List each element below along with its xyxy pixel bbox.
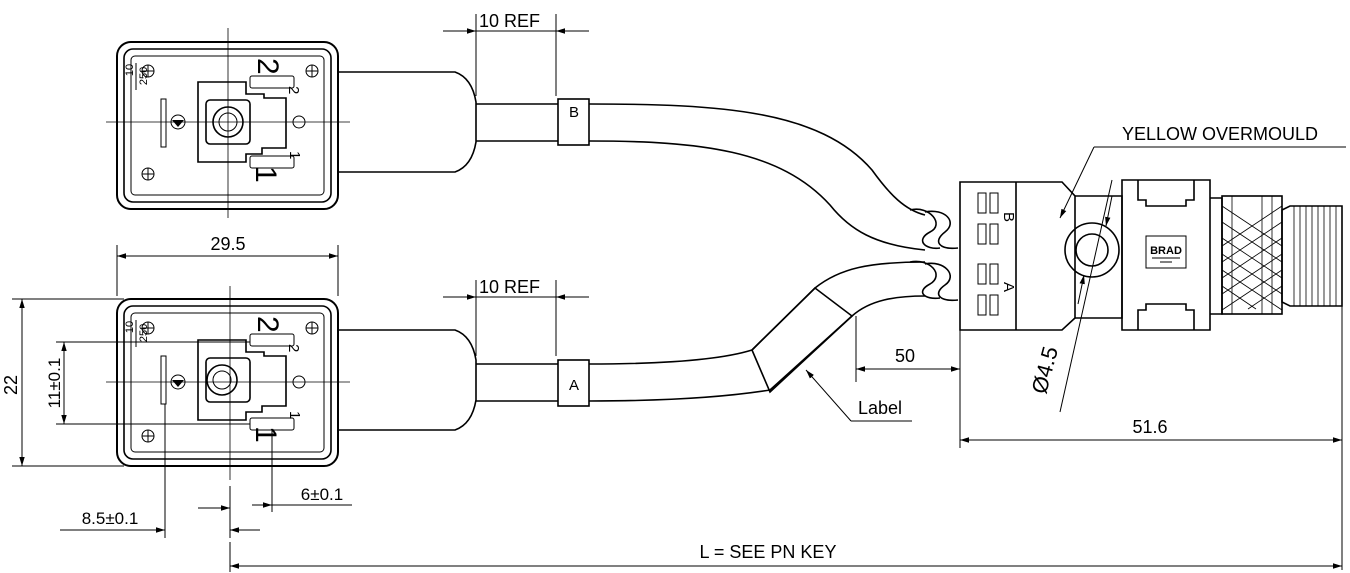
rating-top-b: 10 <box>124 321 136 333</box>
pin-1-label-b: 1 <box>249 426 282 443</box>
dim-offset-left-label: 8.5±0.1 <box>82 509 139 528</box>
dim-length: L = SEE PN KEY <box>229 542 1342 572</box>
cable-marker-a: A <box>569 377 579 394</box>
valve-connector-bottom: 2 2 1 1 10 250 <box>106 286 350 480</box>
dim-51-6-label: 51.6 <box>1132 417 1167 437</box>
dim-50: 50 <box>855 316 961 448</box>
cable-bottom: A <box>338 261 926 431</box>
dim-pin-height-label: 11±0.1 <box>45 358 64 409</box>
dim-height: 22 <box>1 298 124 467</box>
callout-label: Label <box>805 369 912 422</box>
dim-offset-left: 8.5±0.1 <box>60 404 260 538</box>
port-b-label: B <box>1000 212 1017 222</box>
rating-bottom: 250 <box>138 67 150 85</box>
pin-2-small-label-b: 2 <box>285 344 302 352</box>
callout-overmould-label: YELLOW OVERMOULD <box>1122 124 1318 144</box>
dim-ref-top-label: 10 REF <box>479 11 540 31</box>
dim-diameter: Ø4.5 <box>1027 179 1113 413</box>
cable-top: B <box>338 71 926 251</box>
dim-ref-bottom-label: 10 REF <box>479 277 540 297</box>
pin-2-label-b: 2 <box>251 316 284 333</box>
pin-1-small-label: 1 <box>286 151 303 159</box>
rating-top: 10 <box>124 64 136 76</box>
dim-diameter-label: Ø4.5 <box>1027 344 1063 397</box>
dim-width: 29.5 <box>116 234 339 296</box>
dim-width-label: 29.5 <box>210 234 245 254</box>
pin-1-label: 1 <box>249 166 282 183</box>
callout-label-text: Label <box>858 398 902 418</box>
cable-marker-b: B <box>569 104 579 121</box>
dim-height-label: 22 <box>1 375 21 395</box>
pin-2-small-label: 2 <box>285 86 302 94</box>
dim-offset-right-label: 6±0.1 <box>301 485 343 504</box>
dim-pin-height: 11±0.1 <box>45 341 250 425</box>
wire-twists <box>909 208 959 302</box>
dim-length-label: L = SEE PN KEY <box>700 542 837 562</box>
pin-2-label: 2 <box>251 58 284 75</box>
rating-bottom-b: 250 <box>138 324 150 342</box>
dim-50-label: 50 <box>895 346 915 366</box>
dim-ref-top: 10 REF <box>443 11 589 96</box>
dim-51-6: 51.6 <box>960 306 1343 570</box>
brand-logo: BRAD <box>1150 245 1182 257</box>
splitter-body: B A BRAD <box>959 179 1343 331</box>
pin-1-small-label-b: 1 <box>286 411 303 419</box>
valve-connector-top: 2 2 1 1 10 250 <box>106 28 350 218</box>
dim-ref-bottom: 10 REF <box>443 277 589 356</box>
port-a-label: A <box>1000 282 1017 292</box>
dim-offset-right: 6±0.1 <box>252 430 352 512</box>
callout-overmould: YELLOW OVERMOULD <box>1059 124 1346 219</box>
